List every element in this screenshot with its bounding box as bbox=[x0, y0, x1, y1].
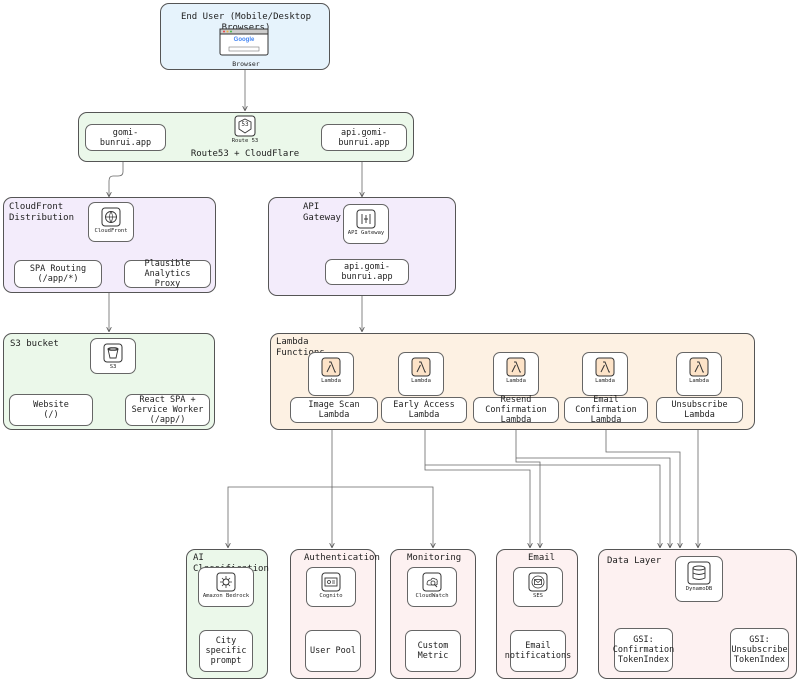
s3-group: S3 bucket S3 Website (/) React SPA + Ser… bbox=[3, 333, 215, 430]
image-scan-lambda-node[interactable]: Image Scan Lambda bbox=[290, 397, 378, 423]
lambda-service-resend[interactable]: Lambda bbox=[493, 352, 539, 396]
lambda-service-email-confirmation[interactable]: Lambda bbox=[582, 352, 628, 396]
route53-badge: 53 bbox=[241, 121, 249, 128]
cognito-label: Cognito bbox=[319, 593, 343, 599]
email-confirmation-lambda-node[interactable]: Email Confirmation Lambda bbox=[564, 395, 648, 425]
ses-label: SES bbox=[533, 593, 543, 599]
lambda-label: Lambda bbox=[689, 378, 709, 384]
edge-early-to-data bbox=[425, 464, 660, 547]
dynamodb-service[interactable]: DynamoDB bbox=[675, 556, 723, 602]
spa-routing-node[interactable]: SPA Routing (/app/*) bbox=[14, 260, 102, 288]
edge-confirm-to-data bbox=[605, 424, 680, 547]
edge-dns-to-cloudfront bbox=[109, 156, 124, 196]
gsi-unsubscribe-node[interactable]: GSI: Unsubscribe TokenIndex bbox=[730, 628, 789, 672]
api-gateway-service[interactable]: API Gateway bbox=[343, 204, 389, 244]
city-prompt-node[interactable]: City specific prompt bbox=[199, 630, 253, 672]
dynamodb-label: DynamoDB bbox=[685, 586, 713, 592]
dns-domain-api[interactable]: api.gomi-bunrui.app bbox=[321, 124, 407, 151]
react-spa-node[interactable]: React SPA + Service Worker (/app/) bbox=[125, 394, 210, 426]
user-pool-node[interactable]: User Pool bbox=[305, 630, 361, 672]
email-group: Email SES Email notifications bbox=[496, 549, 578, 679]
end-user-title: End User (Mobile/Desktop Browsers) bbox=[180, 12, 312, 33]
bedrock-service[interactable]: Amazon Bedrock bbox=[198, 567, 254, 607]
gsi-confirmation-node[interactable]: GSI: Confirmation TokenIndex bbox=[613, 628, 674, 672]
edge-early-to-email bbox=[424, 424, 530, 547]
dns-title: Route53 + CloudFlare bbox=[190, 149, 300, 159]
cloudfront-title: CloudFront Distribution bbox=[9, 202, 75, 223]
cloudfront-label: CloudFront bbox=[94, 228, 128, 234]
api-gateway-group: API Gateway API Gateway api.gomi-bunrui.… bbox=[268, 197, 456, 296]
data-layer-group: Data Layer DynamoDB GSI: Confirmation To… bbox=[598, 549, 797, 679]
bedrock-icon bbox=[216, 572, 236, 592]
lambda-icon bbox=[689, 357, 709, 377]
api-gateway-title: API Gateway bbox=[303, 202, 341, 223]
lambda-icon bbox=[411, 357, 431, 377]
lambda-label: Lambda bbox=[321, 378, 341, 384]
lambda-title: Lambda Functions bbox=[276, 337, 325, 358]
website-node[interactable]: Website (/) bbox=[9, 394, 93, 426]
monitoring-title: Monitoring bbox=[407, 553, 462, 563]
cloudwatch-service[interactable]: CloudWatch bbox=[407, 567, 457, 607]
api-domain-node[interactable]: api.gomi-bunrui.app bbox=[325, 259, 409, 285]
end-user-group: End User (Mobile/Desktop Browsers) Googl… bbox=[160, 3, 330, 70]
cloudwatch-label: CloudWatch bbox=[415, 593, 449, 599]
cloudfront-service[interactable]: CloudFront bbox=[88, 202, 134, 242]
edge-image-to-monitoring bbox=[332, 486, 433, 547]
lambda-service-unsubscribe[interactable]: Lambda bbox=[676, 352, 722, 396]
ai-classification-group: AI Classification Amazon Bedrock City sp… bbox=[186, 549, 269, 679]
browser-icon: Google bbox=[219, 28, 269, 56]
lambda-label: Lambda bbox=[506, 378, 526, 384]
route53-label: Route 53 bbox=[231, 138, 259, 144]
custom-metric-node[interactable]: Custom Metric bbox=[405, 630, 461, 672]
cognito-icon bbox=[321, 572, 341, 592]
plausible-proxy-node[interactable]: Plausible Analytics Proxy bbox=[124, 259, 211, 289]
s3-service[interactable]: S3 bbox=[90, 338, 136, 374]
cloudwatch-icon bbox=[422, 572, 442, 592]
route53-icon: 53 bbox=[234, 115, 256, 137]
lambda-label: Lambda bbox=[595, 378, 615, 384]
lambda-icon bbox=[506, 357, 526, 377]
lambda-icon bbox=[595, 357, 615, 377]
authentication-group: Authentication Cognito User Pool bbox=[290, 549, 380, 679]
dns-domain-web[interactable]: gomi-bunrui.app bbox=[85, 124, 166, 151]
dynamodb-icon bbox=[687, 561, 711, 585]
lambda-service-early-access[interactable]: Lambda bbox=[398, 352, 444, 396]
resend-confirmation-lambda-node[interactable]: Resend Confirmation Lambda bbox=[473, 395, 559, 425]
data-layer-title: Data Layer bbox=[607, 556, 662, 566]
edge-resend-to-data bbox=[516, 457, 670, 547]
api-gateway-label: API Gateway bbox=[347, 230, 385, 236]
cloudfront-icon bbox=[101, 207, 121, 227]
browser-label: Browser bbox=[232, 60, 260, 68]
bedrock-label: Amazon Bedrock bbox=[202, 593, 250, 599]
edge-resend-to-email bbox=[515, 424, 540, 547]
cloudfront-group: CloudFront Distribution CloudFront SPA R… bbox=[3, 197, 216, 293]
monitoring-group: Monitoring CloudWatch Custom Metric bbox=[390, 549, 476, 679]
api-gateway-icon bbox=[356, 209, 376, 229]
early-access-lambda-node[interactable]: Early Access Lambda bbox=[381, 397, 467, 423]
lambda-service-image-scan[interactable]: Lambda bbox=[308, 352, 354, 396]
email-title: Email bbox=[528, 553, 556, 563]
s3-icon bbox=[103, 343, 123, 363]
authentication-title: Authentication bbox=[304, 553, 380, 563]
dns-group: gomi-bunrui.app api.gomi-bunrui.app 53 R… bbox=[78, 112, 414, 162]
cognito-service[interactable]: Cognito bbox=[306, 567, 356, 607]
unsubscribe-lambda-node[interactable]: Unsubscribe Lambda bbox=[656, 397, 743, 423]
s3-label: S3 bbox=[109, 364, 117, 370]
lambda-group: Lambda Functions Lambda Lambda Lambda La… bbox=[270, 333, 755, 430]
ses-service[interactable]: SES bbox=[513, 567, 563, 607]
lambda-icon bbox=[321, 357, 341, 377]
edge-image-to-ai bbox=[228, 424, 333, 547]
ses-icon bbox=[528, 572, 548, 592]
lambda-label: Lambda bbox=[411, 378, 431, 384]
google-logo: Google bbox=[233, 37, 255, 43]
email-notifications-node[interactable]: Email notifications bbox=[505, 630, 571, 672]
s3-title: S3 bucket bbox=[10, 339, 59, 349]
